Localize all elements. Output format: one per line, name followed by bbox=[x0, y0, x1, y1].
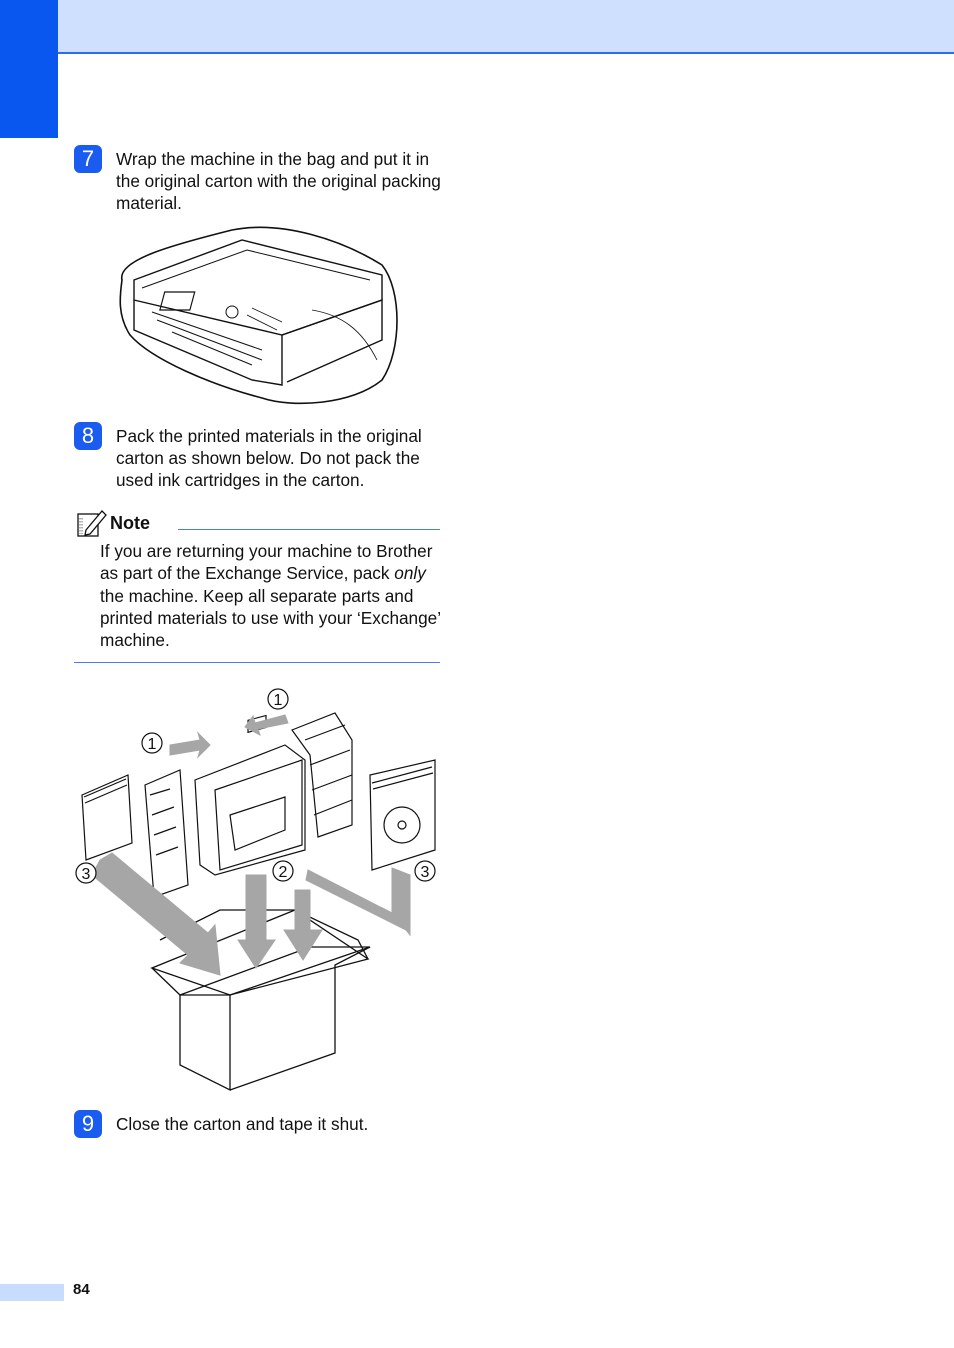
step-9-badge: 9 bbox=[74, 1110, 102, 1138]
page-number: 84 bbox=[73, 1281, 90, 1298]
note-pencil-icon bbox=[77, 510, 107, 537]
header-bar bbox=[0, 0, 954, 54]
callout-3-left: 3 bbox=[82, 866, 91, 883]
step-9-text: Close the carton and tape it shut. bbox=[116, 1114, 369, 1134]
callout-1-left: 1 bbox=[148, 736, 157, 753]
note-bottom-divider bbox=[74, 662, 440, 663]
machine-in-bag-illustration bbox=[119, 226, 398, 405]
step-8-badge: 8 bbox=[74, 422, 102, 450]
callout-markers: 1 1 3 2 3 bbox=[75, 688, 436, 884]
step-7-text: Wrap the machine in the bag and put it i… bbox=[116, 149, 441, 213]
callout-1-top: 1 bbox=[274, 692, 283, 709]
left-document-envelope bbox=[81, 774, 133, 861]
machine-with-packing bbox=[144, 712, 353, 898]
step-7-badge: 7 bbox=[74, 145, 102, 173]
note-title: Note bbox=[110, 513, 150, 533]
note-divider bbox=[178, 529, 440, 530]
chapter-tab bbox=[0, 0, 58, 138]
packing-arrows bbox=[91, 714, 411, 976]
right-cd-envelope bbox=[369, 759, 436, 871]
footer-bar bbox=[0, 1284, 64, 1301]
step-8-text: Pack the printed materials in the origin… bbox=[116, 426, 422, 490]
callout-2: 2 bbox=[279, 864, 288, 881]
callout-3-right: 3 bbox=[421, 864, 430, 881]
note-body: If you are returning your machine to Bro… bbox=[100, 541, 441, 651]
packing-carton-illustration: 1 1 3 2 3 bbox=[75, 688, 436, 1092]
